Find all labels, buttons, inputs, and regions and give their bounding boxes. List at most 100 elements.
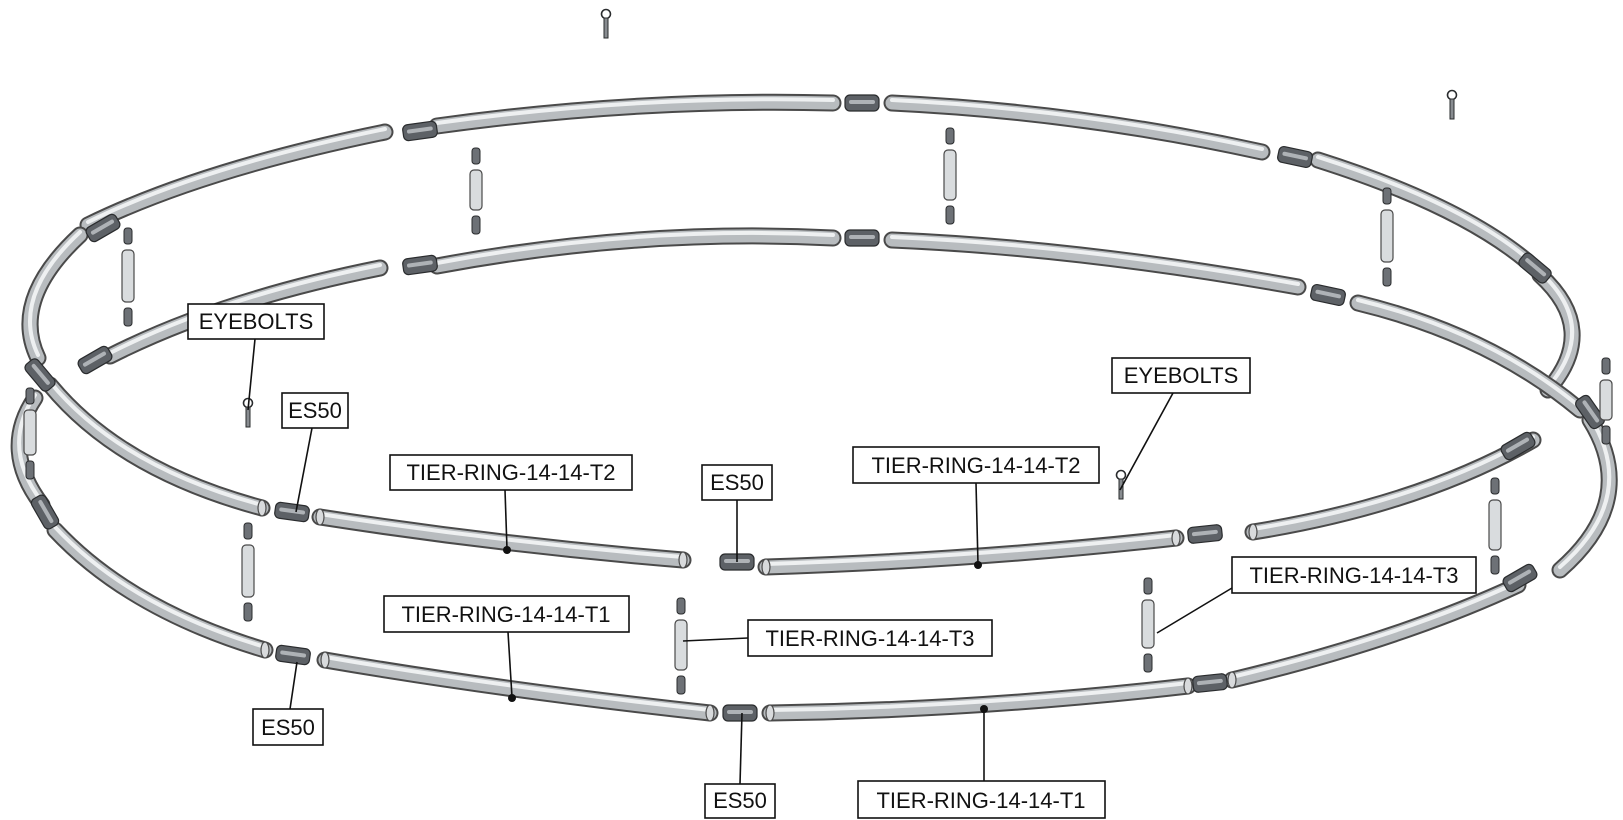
callout-box <box>252 708 324 746</box>
tube-segment-outline <box>1349 294 1589 419</box>
callout-box <box>389 454 633 491</box>
leader-dot <box>508 694 516 702</box>
tube-end-cap <box>678 551 688 569</box>
tube-segment <box>759 531 1183 574</box>
tube-segment <box>81 125 392 232</box>
leader-line <box>507 631 513 698</box>
callout-eyebolts-right: EYEBOLTS <box>1111 357 1251 491</box>
callout-box <box>281 392 349 429</box>
callout-label: TIER-RING-14-14-T3 <box>765 626 974 651</box>
eyebolt-eye <box>600 8 612 20</box>
eyebolt <box>1446 89 1458 120</box>
tube-segment-highlight <box>1538 270 1575 389</box>
tube-segment <box>43 378 269 515</box>
tube-end-cap <box>761 558 771 576</box>
callout-box <box>383 595 630 633</box>
post-pin-top <box>123 227 133 245</box>
post-pin-bottom <box>123 307 133 327</box>
es50-coupler <box>722 704 758 722</box>
tier-post <box>1380 209 1394 263</box>
coupler-band <box>849 100 875 104</box>
leader-line <box>289 661 298 710</box>
callout-label: ES50 <box>713 788 767 813</box>
eyebolt <box>1115 469 1127 500</box>
callout-box <box>852 446 1100 484</box>
callout-es50-lower-left: ES50 <box>252 661 324 746</box>
post-pin-top <box>1143 577 1153 595</box>
leader-line <box>1156 587 1233 634</box>
leader-line <box>504 489 508 550</box>
coupler-band <box>38 499 54 524</box>
coupler-band <box>406 126 433 134</box>
leader-line <box>682 637 749 642</box>
tube-segment <box>885 233 1305 294</box>
leader-line <box>247 338 256 411</box>
tube-segment-highlight <box>17 393 44 504</box>
callout-label: ES50 <box>288 398 342 423</box>
post-pin-top <box>1382 187 1392 205</box>
coupler-band <box>727 710 753 714</box>
coupler-band <box>1525 258 1547 277</box>
tier-post <box>943 149 957 201</box>
leader-line <box>295 427 313 513</box>
es50-coupler <box>844 94 880 112</box>
es50-coupler <box>85 213 121 243</box>
post-pin-bottom <box>1601 425 1611 445</box>
tube-segment-highlight <box>1558 415 1612 569</box>
es50-coupler <box>1277 145 1313 169</box>
callout-t3-right: TIER-RING-14-14-T3 <box>1156 556 1477 634</box>
post-pin-top <box>243 522 253 540</box>
coupler-band <box>1507 569 1532 585</box>
callout-label: ES50 <box>710 470 764 495</box>
tube-segment-highlight <box>53 525 267 649</box>
tube-segment <box>48 523 272 657</box>
callout-box <box>1111 357 1251 394</box>
tube-end-cap <box>260 641 270 659</box>
tier-post <box>1488 499 1502 551</box>
tube-segment-highlight <box>890 235 1300 286</box>
tube-segment <box>430 229 840 273</box>
leader-dot <box>503 546 511 554</box>
post-pin-top <box>945 127 955 145</box>
tube-segment-highlight <box>768 681 1190 712</box>
tube-segment <box>430 95 840 133</box>
post-pin-bottom <box>676 675 686 695</box>
post-pin-bottom <box>471 215 481 235</box>
es50-coupler <box>1187 524 1223 544</box>
post-pin-bottom <box>945 205 955 225</box>
tube-end-cap <box>320 651 330 669</box>
tube-segment <box>763 679 1195 720</box>
callout-box <box>857 780 1106 819</box>
tier-post <box>469 169 483 211</box>
coupler-band <box>1196 678 1223 686</box>
callout-es50-upper-center: ES50 <box>701 464 773 562</box>
coupler-band <box>82 351 107 367</box>
tube-segment-highlight <box>764 533 1178 566</box>
tier-post <box>1599 379 1613 421</box>
tube-end-cap <box>1183 677 1193 695</box>
eyebolt-shank <box>1449 98 1455 120</box>
tube-segment <box>1225 578 1525 687</box>
es50-coupler <box>1500 431 1536 461</box>
es50-coupler <box>77 345 113 375</box>
post-pin-bottom <box>1490 555 1500 575</box>
tube-segment-highlight <box>435 230 835 265</box>
callout-label: ES50 <box>261 715 315 740</box>
callout-t3-center: TIER-RING-14-14-T3 <box>682 619 993 657</box>
tube-end-cap <box>1171 529 1181 547</box>
tube-segment-highlight <box>890 98 1264 151</box>
eyebolt <box>600 8 612 39</box>
post-pin-top <box>1601 357 1611 375</box>
eyebolt-eye <box>1115 469 1127 481</box>
tube-segment-highlight <box>323 655 712 712</box>
coupler-band <box>1582 400 1600 423</box>
callout-box <box>1231 556 1477 594</box>
tier-post <box>23 409 37 456</box>
post-pin-bottom <box>1382 267 1392 287</box>
leader-line <box>1119 392 1174 491</box>
callout-t1-left: TIER-RING-14-14-T1 <box>383 595 630 702</box>
tube-segment <box>1246 433 1540 539</box>
eyebolt-eye <box>1446 89 1458 101</box>
tube-segment-highlight <box>1356 298 1582 409</box>
tube-segment-highlight <box>318 512 685 559</box>
